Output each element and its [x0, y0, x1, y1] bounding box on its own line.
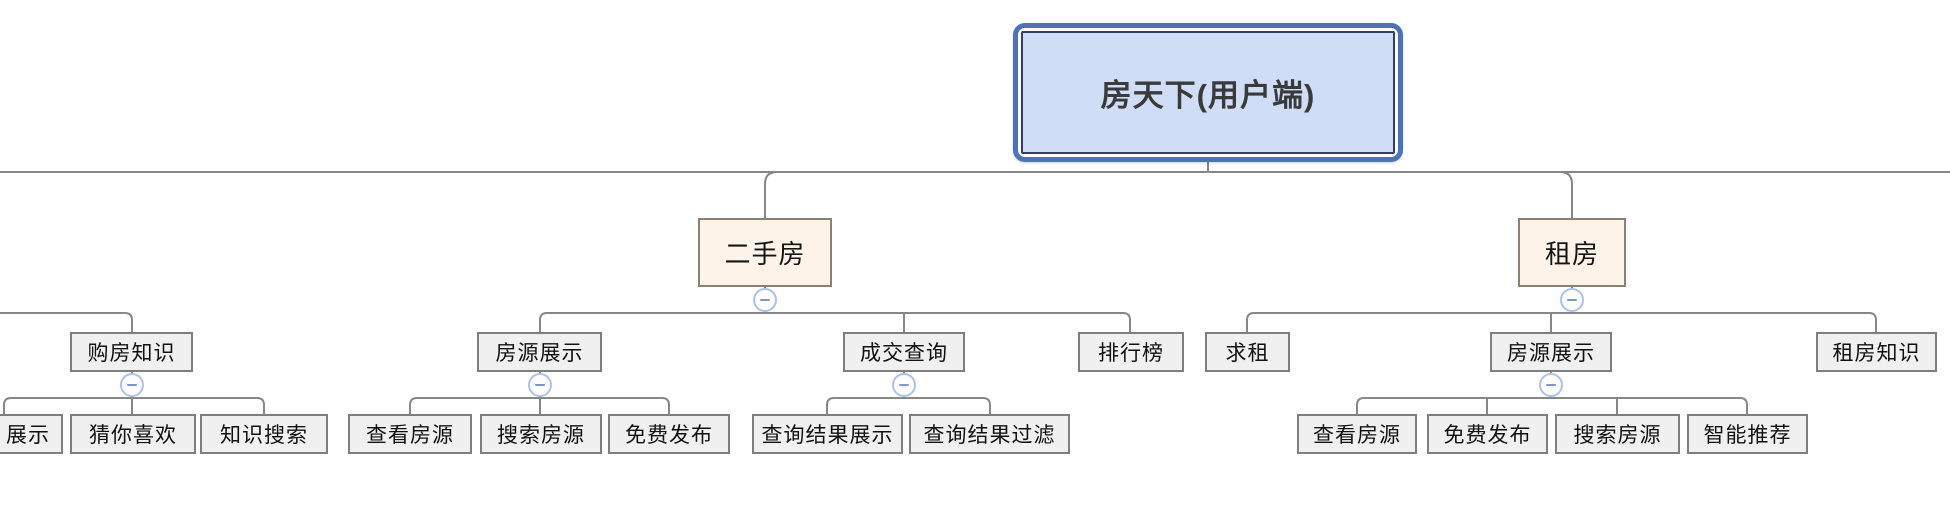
- collapse-button-secondhand[interactable]: [753, 288, 777, 312]
- collapse-button-deal-query[interactable]: [892, 373, 916, 397]
- node-secondhand-listing-display[interactable]: 房源展示: [477, 332, 602, 372]
- minus-icon: [760, 299, 770, 301]
- node-secondhand-search-listing[interactable]: 搜索房源: [480, 414, 602, 454]
- root-topic[interactable]: 房天下(用户端): [1013, 23, 1403, 162]
- minus-icon: [535, 384, 545, 386]
- collapse-button-rent-listing[interactable]: [1539, 373, 1563, 397]
- node-knowledge-search[interactable]: 知识搜索: [200, 414, 328, 454]
- node-rent-free-publish[interactable]: 免费发布: [1427, 414, 1548, 454]
- node-rent-knowledge[interactable]: 租房知识: [1816, 332, 1937, 372]
- node-seek-rent[interactable]: 求租: [1205, 332, 1290, 372]
- node-rent-search-listing[interactable]: 搜索房源: [1555, 414, 1680, 454]
- node-query-result-filter[interactable]: 查询结果过滤: [909, 414, 1070, 454]
- branch-secondhand[interactable]: 二手房: [698, 218, 832, 287]
- node-smart-recommend[interactable]: 智能推荐: [1687, 414, 1808, 454]
- node-secondhand-free-publish[interactable]: 免费发布: [608, 414, 730, 454]
- node-buy-knowledge[interactable]: 购房知识: [70, 332, 193, 372]
- node-rent-listing-display[interactable]: 房源展示: [1490, 332, 1612, 372]
- minus-icon: [1567, 299, 1577, 301]
- node-query-result-display[interactable]: 查询结果展示: [752, 414, 903, 454]
- root-topic-label: 房天下(用户端): [1021, 31, 1395, 154]
- branch-rent[interactable]: 租房: [1518, 218, 1626, 287]
- minus-icon: [1546, 384, 1556, 386]
- node-knowledge-display-cut[interactable]: 展示: [0, 414, 63, 454]
- collapse-button-secondhand-listing[interactable]: [528, 373, 552, 397]
- node-rent-view-listing[interactable]: 查看房源: [1297, 414, 1417, 454]
- collapse-button-buy-knowledge[interactable]: [120, 373, 144, 397]
- node-guess-you-like[interactable]: 猜你喜欢: [70, 414, 196, 454]
- minus-icon: [899, 384, 909, 386]
- node-deal-query[interactable]: 成交查询: [843, 332, 965, 372]
- collapse-button-rent[interactable]: [1560, 288, 1584, 312]
- node-secondhand-view-listing[interactable]: 查看房源: [348, 414, 472, 454]
- node-ranking[interactable]: 排行榜: [1078, 332, 1184, 372]
- minus-icon: [127, 384, 137, 386]
